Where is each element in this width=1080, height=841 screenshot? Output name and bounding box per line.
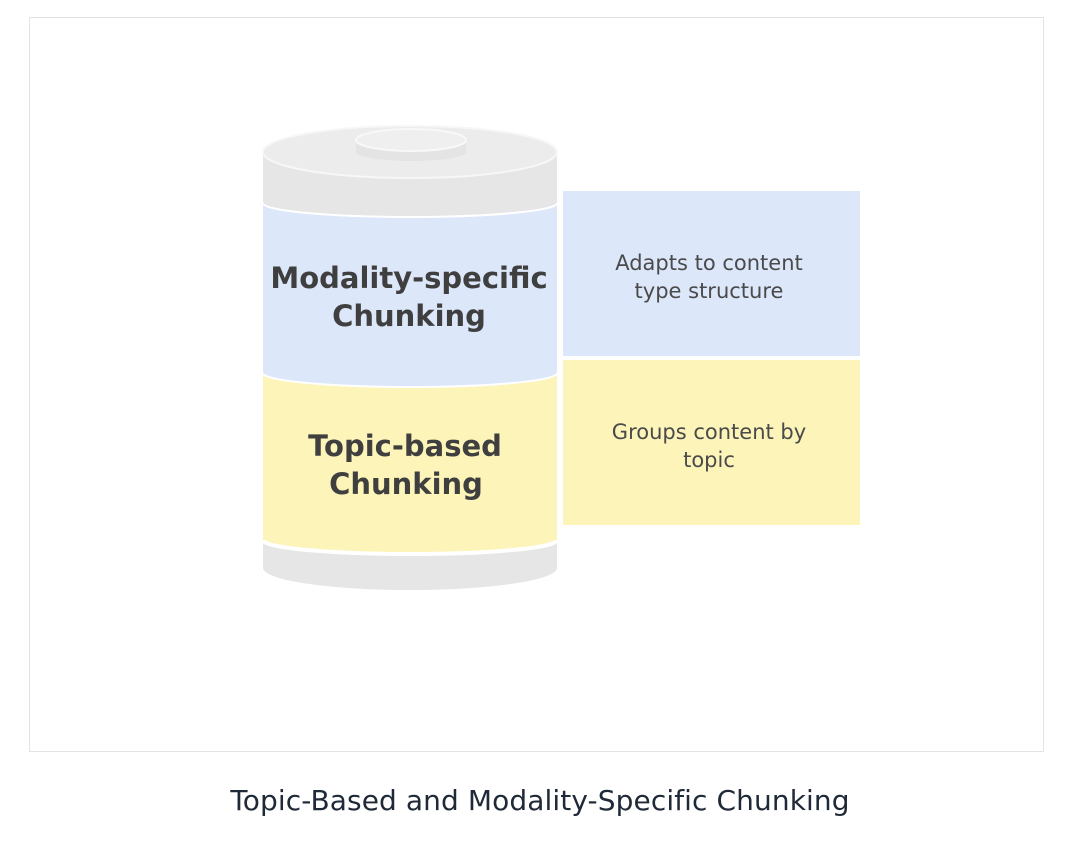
topic-description-line1: Groups content by [612, 420, 806, 444]
topic-label-line1: Topic-based [308, 429, 502, 463]
cylinder-top [263, 126, 557, 216]
modality-label-line1: Modality-specific [270, 261, 547, 295]
modality-description-line1: Adapts to content [615, 251, 803, 275]
topic-description-line2: topic [683, 448, 735, 472]
figure-caption: Topic-Based and Modality-Specific Chunki… [0, 784, 1080, 817]
modality-description-line2: type structure [635, 279, 784, 303]
modality-label-line2: Chunking [332, 299, 486, 333]
topic-layer [263, 372, 557, 554]
topic-label-line2: Chunking [329, 467, 483, 501]
